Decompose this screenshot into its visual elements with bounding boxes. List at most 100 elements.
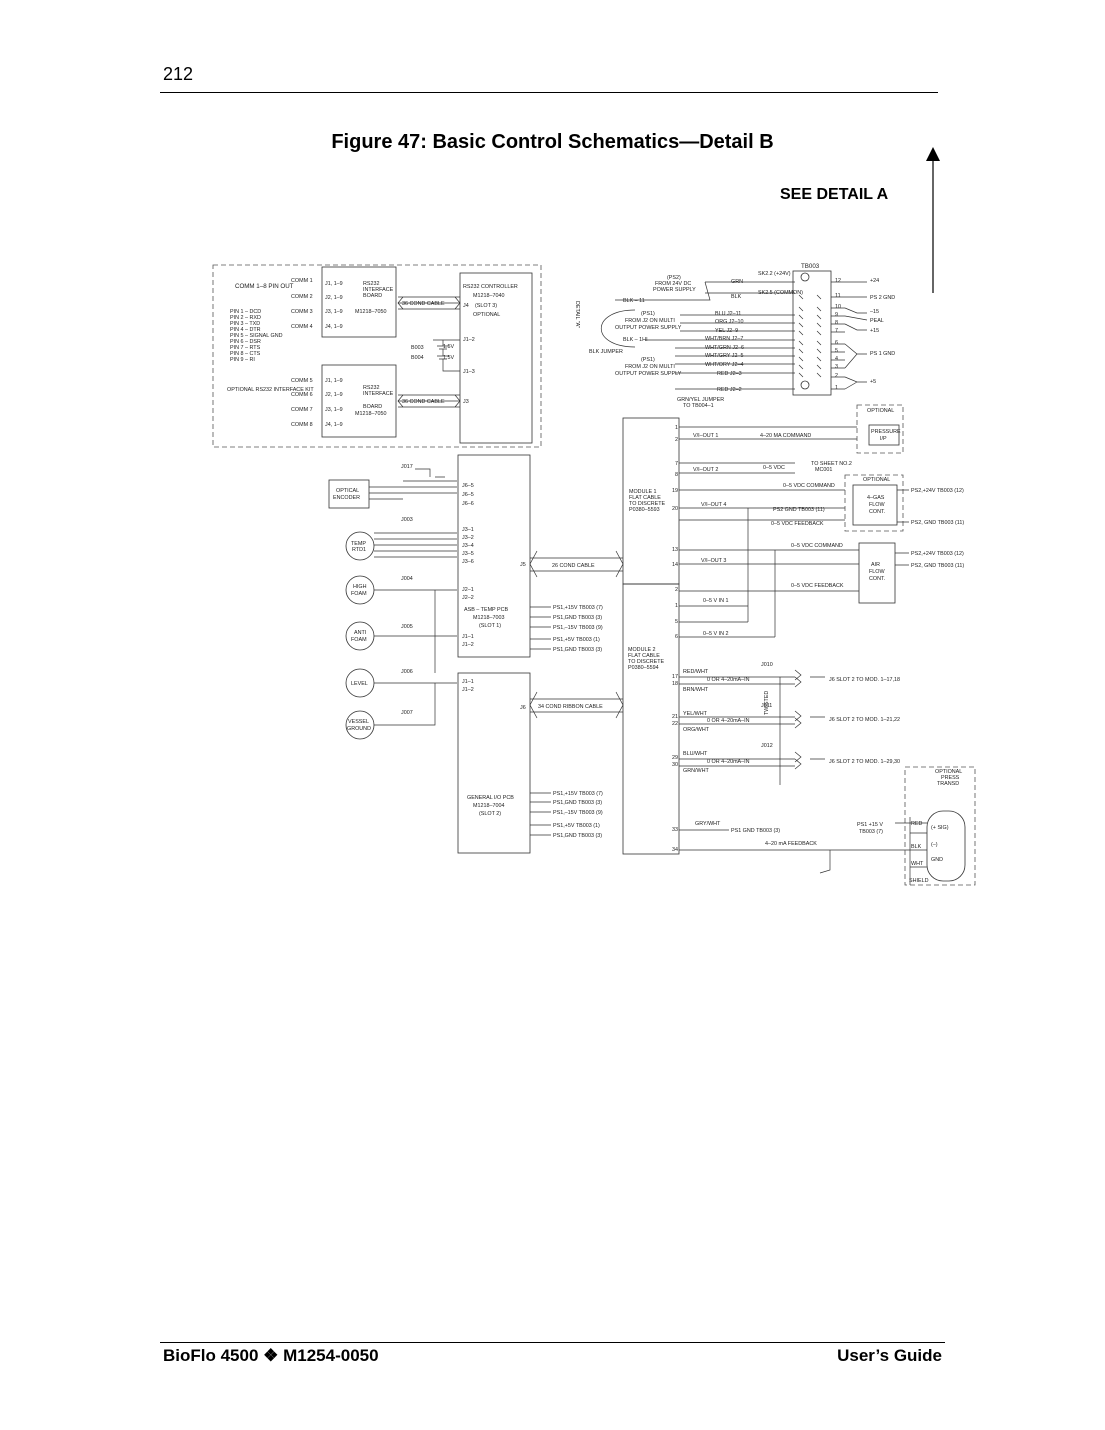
- module-pin: 30: [672, 762, 678, 768]
- comm-label: COMM 4: [291, 324, 313, 330]
- controller-jack: J4: [463, 303, 469, 309]
- ps-lines-gio: PS1,+15V TB003 (7) PS1,GND TB003 (3) PS1…: [530, 791, 603, 839]
- tb-number: 1: [835, 385, 838, 391]
- vin-1: 0–5 V IN 1: [703, 598, 728, 604]
- ps-line: PS1,+5V TB003 (1): [553, 823, 600, 829]
- optional-kit-label: OPTIONAL RS232 INTERFACE KIT: [227, 387, 314, 393]
- grn-jumper-line: TO TB004–1: [683, 403, 714, 409]
- transducer-body: [926, 810, 966, 882]
- cable-36-upper-label: 36 COND CABLE: [402, 301, 445, 307]
- module-pin: 6: [675, 634, 678, 640]
- optical-encoder-line: OPTICAL: [336, 488, 359, 494]
- j004-label: J004: [401, 576, 413, 582]
- j2-pin: J2–2: [462, 595, 474, 601]
- ps1-15v-line: PS1 +15 V: [857, 822, 883, 828]
- press-transd-line: TRANSD: [937, 781, 959, 787]
- gas-flow-line: CONT.: [869, 509, 885, 515]
- anti-foam-line: ANTI: [354, 630, 366, 636]
- figure-title: Figure 47: Basic Control Schematics—Deta…: [331, 131, 774, 153]
- j6-pin: J6–5: [462, 483, 474, 489]
- transd-signal: GND: [931, 857, 943, 863]
- comm-label: COMM 5: [291, 378, 313, 384]
- air-flow-line: CONT.: [869, 576, 885, 582]
- tb-output: PS 1 GND: [870, 351, 895, 357]
- tb003-outputs: +24 PS 2 GND –15 PEAL +15 PS 1 GND +5: [844, 278, 895, 390]
- ps-leads-gio: [530, 792, 551, 836]
- ps-line: PS1,+15V TB003 (7): [553, 605, 603, 611]
- tb-number: 5: [835, 348, 838, 354]
- slot-label: J6 SLOT 2 TO MOD. 1–29,30: [829, 759, 900, 765]
- pinout-pin: PIN 2 – RXD: [230, 315, 261, 321]
- j007-label: J007: [401, 710, 413, 716]
- j012-label: J012: [761, 743, 773, 749]
- rs232-board-upper: [321, 266, 397, 338]
- jack-label: J1, 1–9: [325, 378, 343, 384]
- comm-label: COMM 2: [291, 294, 313, 300]
- tb-number: 12: [835, 278, 841, 284]
- board-line: BOARD: [363, 293, 382, 299]
- transducer-terminals: RED BLK WHT SHIELD (+ SIG) (–) GND: [895, 817, 949, 885]
- to-sheet-line: MC001: [815, 467, 832, 473]
- module-pin: 19: [672, 488, 678, 494]
- ps1-line: OUTPUT POWER SUPPLY: [615, 371, 682, 377]
- module-1-line: MODULE 1: [629, 489, 657, 495]
- module-1-line: TO DISCRETE: [629, 501, 666, 507]
- footer-guide: User’s Guide: [837, 1346, 942, 1365]
- vdc-feedback-lower: 0–5 VDC FEEDBACK: [791, 583, 844, 589]
- detail-a-loop: [600, 309, 636, 348]
- vdc-command-upper: 0–5 VDC COMMAND: [783, 483, 835, 489]
- controller-line: (SLOT 3): [475, 303, 497, 309]
- press-transd-line: PRESS: [941, 775, 960, 781]
- transd-terminal: RED: [911, 821, 922, 827]
- air-ps2-24v: PS2,+24V TB003 (12): [911, 551, 964, 557]
- tb-output: –15: [870, 309, 879, 315]
- gry-wht-label: GRY/WHT: [695, 821, 721, 827]
- vdc-05: 0–5 VDC: [763, 465, 785, 471]
- asb-line: (SLOT 1): [479, 623, 501, 629]
- gas-flow-group: [844, 474, 904, 532]
- j5-label: J5: [520, 562, 526, 568]
- detail-a-label: DETAIL "A": [574, 301, 580, 328]
- ps2-line: FROM 24V DC: [655, 281, 691, 287]
- module-pin: 2: [675, 437, 678, 443]
- cable-36-lower: [397, 394, 461, 408]
- tb-number: 6: [835, 340, 838, 346]
- tb-output: +15: [870, 328, 879, 334]
- ps1-15v-line: TB003 (7): [859, 829, 883, 835]
- pinout-pin: PIN 9 – RI: [230, 357, 255, 363]
- module-2-line: P0380–5594: [628, 665, 659, 671]
- j017-wiring: [403, 468, 457, 494]
- wire-label: BLK: [731, 294, 742, 300]
- board-line: M1218–7050: [355, 309, 386, 315]
- anti-foam-line: FOAM: [351, 637, 367, 643]
- module-2-line: TO DISCRETE: [628, 659, 665, 665]
- battery-voltage: 1.5V: [443, 355, 454, 361]
- ps1-line: (PS1): [641, 357, 655, 363]
- slot-label: J6 SLOT 2 TO MOD. 1–17,18: [829, 677, 900, 683]
- output-wires: [679, 426, 859, 638]
- j3-pin: J3–4: [462, 543, 474, 549]
- press-transd-line: OPTIONAL: [935, 769, 962, 775]
- module-pin: 22: [672, 721, 678, 727]
- analog-inputs: J010 RED/WHT 0 OR 4–20mA–IN BRN/WHT J6 S…: [679, 662, 900, 785]
- ps-line: PS1,GND TB003 (3): [553, 647, 602, 653]
- slot-label: J6 SLOT 2 TO MOD. 1–21,22: [829, 717, 900, 723]
- pressure-ip-group: [856, 404, 904, 454]
- controller-line: RS232 CONTROLLER: [463, 284, 518, 290]
- vessel-ground-line: GROUND: [347, 726, 371, 732]
- general-io-pcb: [457, 672, 531, 854]
- jack-label: J2, 1–9: [325, 392, 343, 398]
- wire-pair: BRN/WHT: [683, 687, 709, 693]
- pressure-ip-box: [868, 424, 900, 446]
- j6-jack-label: J6: [520, 705, 526, 711]
- wire-label: WHT/ORY J2–4: [705, 362, 743, 368]
- pinout-title: COMM 1–8 PIN OUT: [235, 283, 294, 290]
- wire-label: BLK – 11: [623, 298, 645, 304]
- high-foam-line: HIGH: [353, 584, 367, 590]
- optical-encoder-box: [328, 479, 370, 509]
- to-sheet-line: TO SHEET NO.2: [811, 461, 852, 467]
- ps1-label-lower: (PS1) FROM J2 ON MULTI OUTPUT POWER SUPP…: [615, 357, 682, 377]
- j1-pin: J1–1: [462, 634, 474, 640]
- ma-in-2: 0 OR 4–20mA–IN: [707, 718, 750, 724]
- tb-output: PEAL: [870, 318, 884, 324]
